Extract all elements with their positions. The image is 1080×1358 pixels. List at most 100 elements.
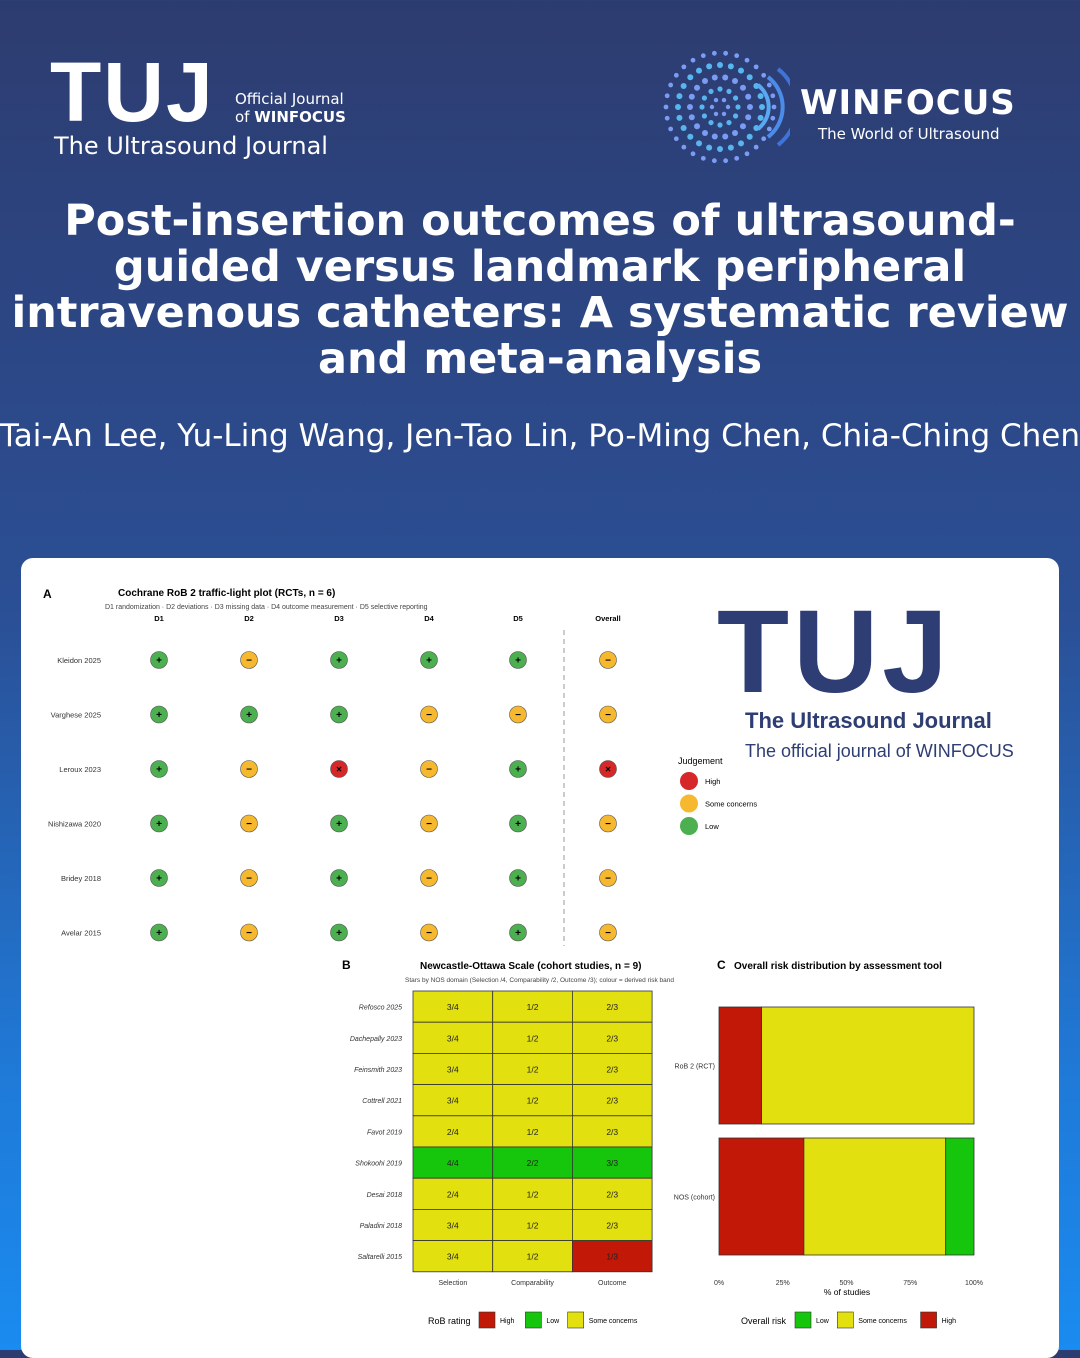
logo-dot — [744, 151, 750, 157]
nos-cell-value: 3/4 — [447, 1252, 459, 1262]
rob2-judgement-dot-some — [599, 923, 617, 942]
logo-dot — [727, 63, 734, 70]
nos-cell-some — [572, 990, 653, 1023]
tuj-full-name: The Ultrasound Journal — [54, 132, 328, 160]
legend-swatch-high — [478, 1311, 496, 1329]
logo-dot — [753, 64, 759, 70]
logo-dot — [732, 129, 738, 136]
logo-dot — [700, 53, 706, 59]
risk-x-tick: 25% — [776, 1280, 790, 1287]
logo-dot — [721, 97, 727, 103]
logo-dot — [726, 119, 732, 126]
nos-cell-some — [572, 1115, 653, 1148]
rob2-judgement-dot-some — [240, 760, 258, 778]
logo-dot — [711, 50, 717, 56]
nos-cell-value: 1/2 — [527, 1221, 539, 1231]
legend-swatch-high — [920, 1311, 937, 1329]
nos-cell-low — [492, 1146, 573, 1179]
nos-study-label: Paladini 2018 — [360, 1223, 403, 1230]
panel-b-nos-heatmap: B Newcastle-Ottawa Scale (cohort studies… — [342, 958, 674, 1329]
logo-dot — [757, 114, 764, 121]
watermark-sub: The official journal of WINFOCUS — [745, 741, 1014, 761]
rob2-judgement-dot-low — [509, 651, 527, 669]
rob2-judgement-dot-some — [509, 705, 527, 724]
rob2-column-header: D3 — [334, 614, 344, 623]
nos-study-label: Favot 2019 — [367, 1129, 402, 1136]
rob2-judgement-dot-low — [330, 814, 348, 833]
rob2-judgement-dot-low — [150, 760, 168, 778]
rob2-judgement-dot-some — [599, 705, 617, 724]
nos-cell-value: 2/3 — [606, 1065, 618, 1075]
rob2-judgement-dot-low — [509, 814, 527, 833]
rob2-judgement-symbol: − — [246, 874, 252, 885]
rob2-judgement-symbol: + — [515, 765, 521, 776]
nos-cell-some — [492, 1021, 573, 1054]
article-title: Post-insertion outcomes of ultrasound-gu… — [11, 196, 1069, 384]
panel-a-letter: A — [43, 587, 52, 601]
logo-dot — [690, 151, 696, 157]
rob2-column-header: Overall — [595, 614, 620, 623]
nos-cell-value: 3/4 — [447, 1065, 459, 1075]
nos-cell-value: 1/2 — [527, 1127, 539, 1137]
logo-dot — [745, 114, 752, 121]
legend-label: High — [500, 1318, 515, 1325]
logo-dot — [681, 144, 687, 150]
logo-dot — [706, 144, 713, 151]
logo-dot — [663, 104, 669, 110]
rob2-judgement-dot-high — [599, 760, 617, 778]
logo-dot — [732, 113, 739, 119]
rob2-judgement-dot-low — [150, 923, 168, 942]
tuj-official-caption: Official Journal of WINFOCUS — [235, 90, 346, 126]
rob2-judgement-dot-low — [420, 651, 438, 669]
nos-cell-value: 1/3 — [606, 1252, 618, 1262]
logo-dot — [673, 136, 679, 142]
legend-swatch-low — [525, 1311, 542, 1329]
nos-column-label: Selection — [438, 1280, 467, 1287]
risk-x-tick: 75% — [903, 1280, 917, 1287]
logo-dot — [681, 64, 687, 70]
rob2-judgement-symbol: + — [156, 656, 162, 667]
nos-cell-value: 1/2 — [527, 1252, 539, 1262]
legend-label: Low — [816, 1318, 830, 1325]
nos-cell-value: 3/4 — [447, 1002, 459, 1012]
rob2-judgement-symbol: + — [426, 656, 432, 667]
logo-dot — [753, 83, 760, 89]
logo-dot — [734, 155, 740, 161]
rob2-judgement-dot-some — [240, 869, 258, 887]
panel-b-title: Newcastle-Ottawa Scale (cohort studies, … — [420, 961, 641, 972]
logo-dot — [706, 63, 713, 70]
rob2-judgement-symbol: + — [156, 819, 162, 830]
nos-column-label: Comparability — [511, 1280, 554, 1287]
nos-study-label: Desai 2018 — [367, 1192, 403, 1199]
nos-study-label: Cottrell 2021 — [362, 1098, 402, 1105]
rob2-judgement-dot-some — [420, 923, 438, 942]
risk-bar-segment-high — [718, 1006, 762, 1125]
rob2-column-header: D1 — [154, 614, 164, 623]
logo-dot — [734, 53, 740, 59]
logo-dot — [723, 50, 729, 56]
tuj-official-prefix: of — [235, 108, 255, 126]
legend-label: Some concerns — [589, 1318, 638, 1325]
logo-dot — [723, 158, 729, 164]
rob2-judgement-dot-some — [599, 814, 617, 833]
overall-risk-legend-title: Overall risk — [741, 1316, 787, 1326]
nos-cell-value: 2/3 — [606, 1189, 618, 1199]
logo-dot — [676, 93, 683, 100]
tuj-official-line1: Official Journal — [235, 90, 344, 108]
rob2-judgement-symbol: − — [605, 656, 611, 667]
logo-dot — [721, 111, 727, 117]
logo-dot — [766, 126, 772, 132]
nos-cell-some — [412, 1177, 494, 1210]
rob2-judgement-dot-some — [599, 651, 617, 669]
risk-bar-segment-high — [718, 1137, 805, 1256]
nos-cell-value: 3/4 — [447, 1096, 459, 1106]
tuj-official-line2: of WINFOCUS — [235, 108, 346, 126]
logo-dot — [713, 111, 719, 117]
rob2-study-label: Leroux 2023 — [59, 765, 101, 774]
logo-dot — [696, 140, 702, 147]
rob2-judgement-symbol: − — [426, 710, 432, 721]
rob2-judgement-dot-low — [150, 651, 168, 669]
logo-dot — [701, 95, 708, 101]
